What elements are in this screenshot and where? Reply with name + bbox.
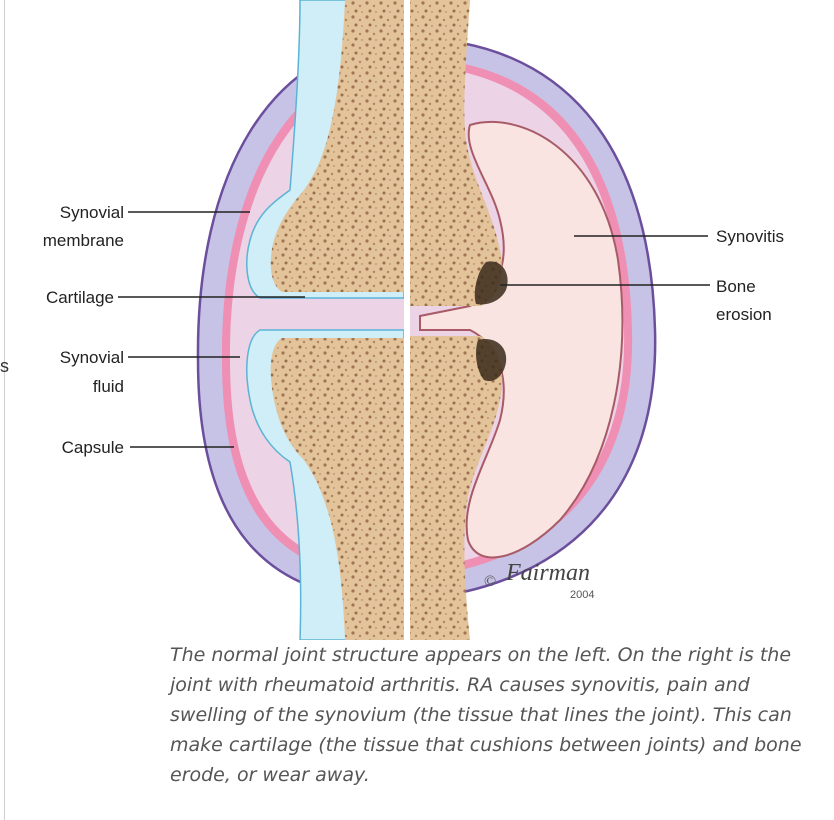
svg-text:2004: 2004 [570,589,594,601]
svg-text:©: © [484,573,496,590]
label-bone-erosion-2: erosion [716,305,772,324]
svg-text:Fairman: Fairman [505,560,590,586]
center-split [404,0,410,640]
label-synovial-membrane-1: Synovial [60,203,124,222]
joint-diagram: Synovial membrane Cartilage Synovial flu… [0,0,834,640]
label-synovial-membrane-2: membrane [43,231,124,250]
label-synovial-fluid-1: Synovial [60,348,124,367]
label-synovial-fluid-2: fluid [93,377,124,396]
figure-caption: The normal joint structure appears on th… [170,640,820,790]
label-cartilage: Cartilage [46,288,114,307]
label-capsule: Capsule [62,438,124,457]
label-bone-erosion-1: Bone [716,277,756,296]
label-synovitis: Synovitis [716,227,784,246]
